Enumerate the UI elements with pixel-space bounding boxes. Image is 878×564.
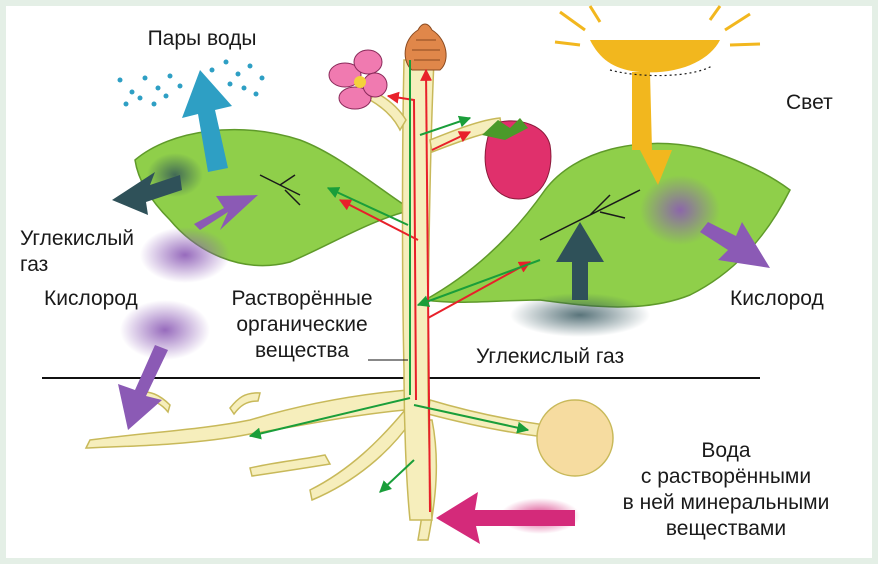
bud bbox=[405, 24, 446, 70]
label-water-vapor: Пары воды bbox=[122, 26, 282, 52]
strawberry bbox=[482, 118, 551, 199]
label-co2-left-2: газ bbox=[20, 252, 48, 278]
label-organic-3: вещества bbox=[202, 338, 402, 364]
label-light: Свет bbox=[786, 90, 833, 116]
label-oxygen-right: Кислород bbox=[730, 286, 824, 312]
label-organic-1: Растворённые bbox=[202, 286, 402, 312]
label-organic-2: органические bbox=[202, 312, 402, 338]
label-water-1: Вода bbox=[596, 438, 856, 464]
oxygen-root-arrow bbox=[118, 345, 168, 430]
oxygen-left-spray-1 bbox=[140, 227, 230, 283]
root-branch-right bbox=[428, 400, 545, 437]
label-water-3: в ней минеральными bbox=[596, 490, 856, 516]
label-co2-left-1: Углекислый bbox=[20, 226, 134, 252]
label-water-2: с растворёнными bbox=[596, 464, 856, 490]
label-co2-bottom: Углекислый газ bbox=[476, 344, 624, 370]
label-oxygen-left: Кислород bbox=[44, 286, 138, 312]
label-water-4: веществами bbox=[596, 516, 856, 542]
co2-left-spray bbox=[147, 153, 203, 197]
